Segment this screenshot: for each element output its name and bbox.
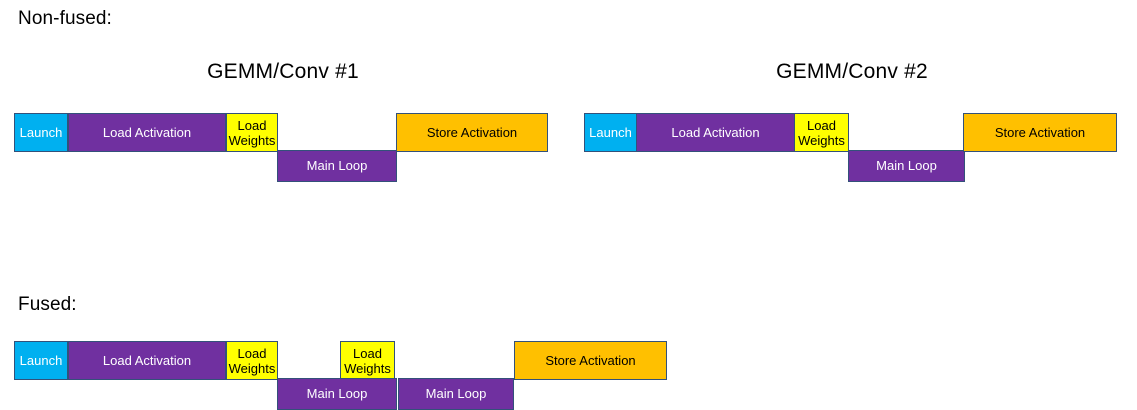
block-label-line2: Weights [228,132,276,148]
nonfused-g2-main-loop-block: Main Loop [848,150,965,182]
block-label: Main Loop [306,386,368,401]
nonfused-section-label: Non-fused: [18,8,112,29]
block-label: Launch [19,352,63,368]
block-label: Main Loop [425,386,487,401]
fused-section-label: Fused: [18,294,77,315]
nonfused-g1-main-loop-block: Main Loop [277,150,397,182]
nonfused-g1-launch-block: Launch [14,113,68,152]
block-label-line1: Load [237,117,267,133]
group-title-2: GEMM/Conv #2 [776,60,928,83]
block-label-line2: Weights [798,132,845,148]
nonfused-g1-store-activation-block: Store Activation [396,113,548,152]
block-label: Load Activation [102,352,192,368]
block-label-line1: Load [237,345,267,361]
block-label: Load Activation [671,124,760,140]
block-label-line1: Load [807,117,836,133]
block-label-line1: Load [353,345,382,361]
fused-load-activation-block: Load Activation [68,341,226,380]
nonfused-g1-load-activation-block: Load Activation [68,113,226,152]
block-label: Store Activation [994,124,1086,140]
block-label: Load Activation [102,124,192,140]
block-label: Launch [589,124,632,140]
fused-main-loop-1-block: Main Loop [277,378,397,410]
nonfused-g2-store-activation-block: Store Activation [963,113,1117,152]
block-label: Main Loop [306,158,368,173]
block-label: Store Activation [426,124,518,140]
block-label: Main Loop [876,158,937,173]
block-label: Store Activation [545,352,636,368]
group-title-1: GEMM/Conv #1 [207,60,359,83]
fused-store-activation-block: Store Activation [514,341,667,380]
fused-launch-block: Launch [14,341,68,380]
fused-main-loop-2-block: Main Loop [398,378,514,410]
nonfused-g2-load-activation-block: Load Activation [636,113,795,152]
block-label-line2: Weights [228,360,276,376]
nonfused-g2-launch-block: Launch [584,113,637,152]
block-label: Launch [19,124,63,140]
block-label-line2: Weights [344,360,391,376]
